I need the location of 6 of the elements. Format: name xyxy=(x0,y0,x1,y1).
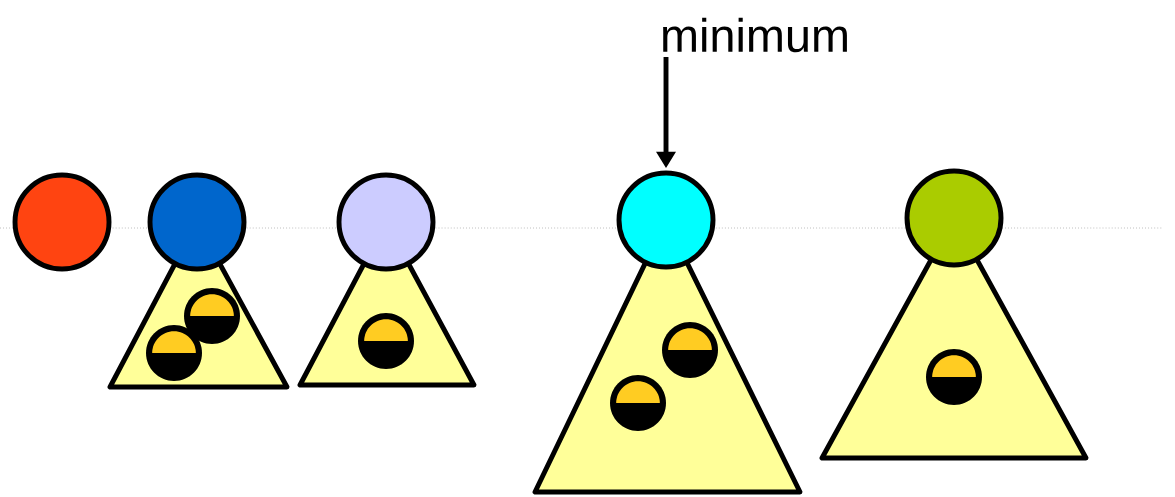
root-node xyxy=(336,172,436,272)
root-node xyxy=(904,168,1004,268)
root-node xyxy=(12,172,112,272)
root-node xyxy=(616,170,716,270)
root-node xyxy=(147,172,247,272)
pointer-label: minimum xyxy=(663,17,847,53)
